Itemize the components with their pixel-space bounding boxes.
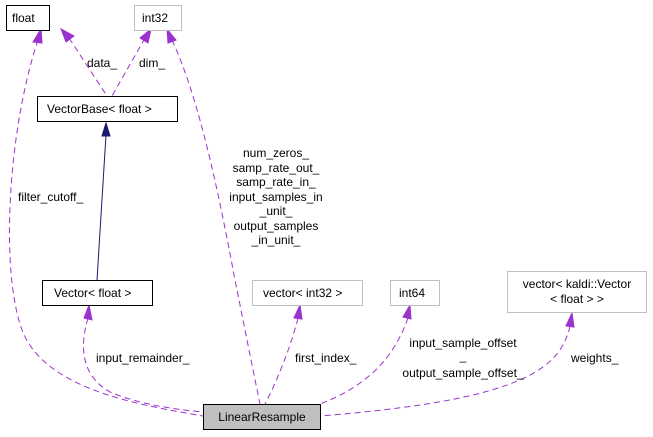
edge-first-index bbox=[264, 317, 299, 405]
arrowhead-int32-members bbox=[166, 27, 177, 44]
edge-weights bbox=[319, 325, 571, 417]
node-vector-int32-label: vector< int32 > bbox=[263, 286, 342, 300]
edge-int32-members bbox=[171, 39, 261, 405]
arrowhead-weights bbox=[565, 311, 575, 328]
node-vector-kaldi-label-line1: vector< kaldi::Vector bbox=[523, 277, 631, 291]
label-weights: weights_ bbox=[570, 351, 619, 365]
node-vectorbase[interactable]: VectorBase< float > bbox=[37, 96, 178, 122]
label-input-samples-in: input_samples_in bbox=[229, 190, 322, 204]
edge-data bbox=[68, 37, 108, 97]
label-output-sample-offset: output_sample_offset_ bbox=[402, 366, 524, 380]
node-linear-resample[interactable]: LinearResample bbox=[203, 404, 321, 430]
edge-int64-members bbox=[319, 317, 409, 405]
arrowhead-filter-cutoff bbox=[32, 27, 43, 44]
label-num-zeros: num_zeros_ bbox=[243, 146, 309, 160]
label-in-unit: _in_unit_ bbox=[251, 233, 301, 247]
label-int64-members: input_sample_offset _ output_sample_offs… bbox=[402, 336, 524, 380]
arrowhead-data bbox=[60, 27, 75, 43]
arrowhead-dim bbox=[139, 27, 152, 44]
node-int32: int32 bbox=[134, 5, 182, 31]
arrowhead-int64-members bbox=[402, 303, 412, 320]
node-vector-int32: vector< int32 > bbox=[252, 280, 363, 306]
label-input-remainder: input_remainder_ bbox=[96, 351, 190, 365]
edge-input-remainder bbox=[83, 317, 204, 413]
node-vector-kaldi-label-line2: < float > > bbox=[550, 292, 604, 306]
arrowhead-inherit bbox=[101, 121, 111, 137]
node-int64: int64 bbox=[390, 280, 440, 306]
label-first-index: first_index_ bbox=[295, 351, 357, 365]
node-float[interactable]: float bbox=[6, 5, 50, 31]
label-data: data_ bbox=[87, 56, 117, 70]
arrowhead-first-index bbox=[293, 303, 303, 320]
label-output-samples: output_samples bbox=[234, 219, 319, 233]
label-dim: dim_ bbox=[139, 56, 165, 70]
node-float-label: float bbox=[12, 11, 35, 25]
edge-inherit bbox=[96, 134, 107, 281]
label-filter-cutoff: filter_cutoff_ bbox=[18, 190, 83, 204]
node-vector-kaldi: vector< kaldi::Vector < float > > bbox=[507, 271, 647, 313]
edge-dim bbox=[111, 37, 146, 97]
node-vector[interactable]: Vector< float > bbox=[42, 280, 153, 306]
label-samp-rate-out: samp_rate_out_ bbox=[233, 161, 320, 175]
label-samp-rate-in: samp_rate_in_ bbox=[236, 175, 316, 189]
node-vector-label: Vector< float > bbox=[54, 286, 131, 300]
label-unit: _unit_ bbox=[259, 204, 293, 218]
node-int32-label: int32 bbox=[142, 11, 168, 25]
node-linear-resample-label: LinearResample bbox=[218, 410, 306, 424]
arrowhead-input-remainder bbox=[83, 303, 93, 321]
node-int64-label: int64 bbox=[399, 286, 425, 300]
label-int32-members: num_zeros_ samp_rate_out_ samp_rate_in_ … bbox=[229, 146, 322, 247]
label-underscore: _ bbox=[459, 349, 467, 363]
label-input-sample-offset: input_sample_offset bbox=[409, 336, 517, 350]
node-vectorbase-label: VectorBase< float > bbox=[47, 102, 152, 116]
